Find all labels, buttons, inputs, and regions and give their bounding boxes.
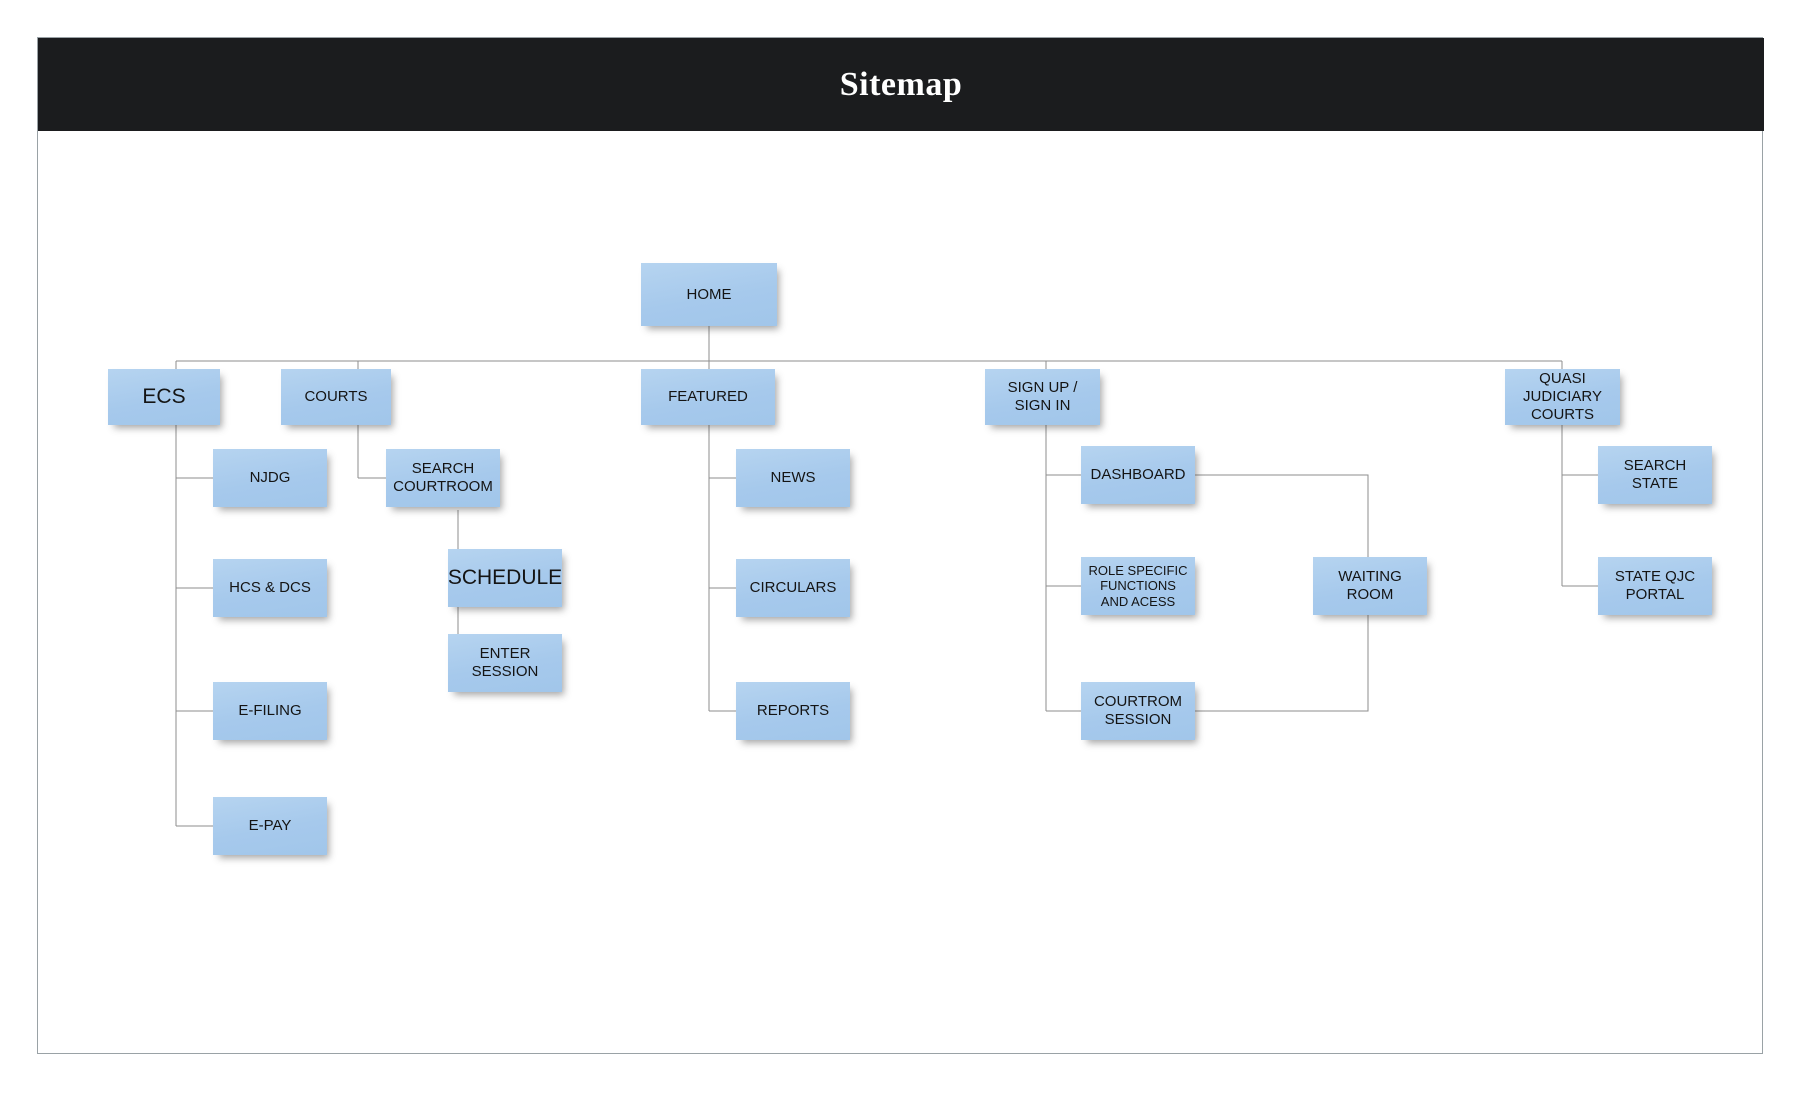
node-dashboard[interactable]: DASHBOARD [1081,446,1195,504]
node-home[interactable]: HOME [641,263,777,326]
node-reports[interactable]: REPORTS [736,682,850,740]
node-search-courtroom[interactable]: SEARCH COURTROOM [386,449,500,507]
node-state-qjc-portal[interactable]: STATE QJC PORTAL [1598,557,1712,615]
node-courts[interactable]: COURTS [281,369,391,425]
node-news[interactable]: NEWS [736,449,850,507]
node-search-state[interactable]: SEARCH STATE [1598,446,1712,504]
node-njdg[interactable]: NJDG [213,449,327,507]
node-ecs[interactable]: ECS [108,369,220,425]
node-schedule[interactable]: SCHEDULE [448,549,562,607]
title-bar: Sitemap [38,38,1764,131]
node-circulars[interactable]: CIRCULARS [736,559,850,617]
node-sign-up-sign-in[interactable]: SIGN UP / SIGN IN [985,369,1100,425]
page-title: Sitemap [839,65,963,103]
node-role-specific-functions-and-acess[interactable]: ROLE SPECIFIC FUNCTIONS AND ACESS [1081,557,1195,615]
node-waiting-room[interactable]: WAITING ROOM [1313,557,1427,615]
node-courtrom-session[interactable]: COURTROM SESSION [1081,682,1195,740]
node-enter-session[interactable]: ENTER SESSION [448,634,562,692]
node-e-filing[interactable]: E-FILING [213,682,327,740]
connector-layer [175,326,1598,827]
node-e-pay[interactable]: E-PAY [213,797,327,855]
node-quasi-judiciary-courts[interactable]: QUASI JUDICIARY COURTS [1505,369,1620,425]
sitemap-diagram: HOME ECS COURTS FEATURED SIGN UP / SIGN … [38,38,1764,1055]
document-frame: Sitemap [37,37,1764,1055]
node-featured[interactable]: FEATURED [641,369,775,425]
node-hcs-dcs[interactable]: HCS & DCS [213,559,327,617]
